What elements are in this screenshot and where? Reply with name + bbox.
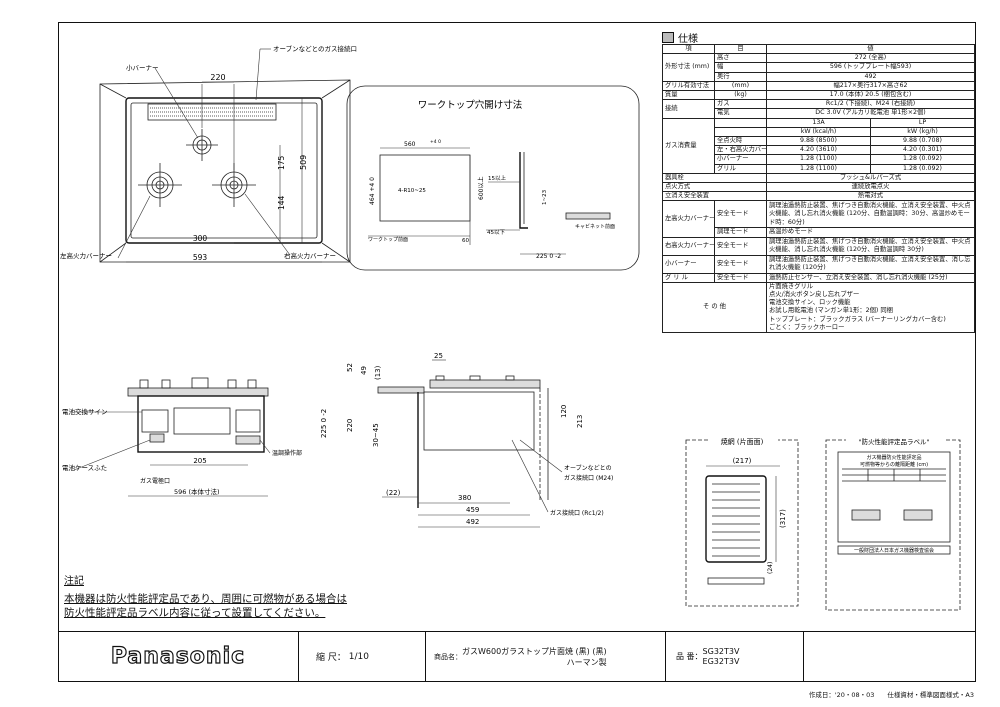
dim-175: 175 xyxy=(277,155,286,170)
cutout-title: ワークトップ穴開け寸法 xyxy=(418,99,523,111)
dim-459: 459 xyxy=(466,506,479,514)
maker: ハーマン製 xyxy=(566,657,607,667)
dim-596: 596 (本体寸法) xyxy=(174,487,220,496)
dim-380: 380 xyxy=(458,494,471,502)
grill-net-panel: 焼網 (片面面) (217) (317) (24) xyxy=(685,436,799,607)
right-burner-graphic xyxy=(212,163,256,207)
battery-sign-label: 電池交換サイン xyxy=(62,407,108,416)
logo-cell: Panasonic xyxy=(58,632,299,681)
top-view: 220 509 175 144 300 593 オーブンなどとのガス接続口 小バ… xyxy=(60,44,357,263)
fire-label-footer: 一般財団法人日本ガス機器検査協会 xyxy=(854,547,934,554)
dim-49: 49 xyxy=(360,366,368,375)
ops-label: 温調操作部 xyxy=(272,449,302,457)
side-view: 25 52 49 (13) 225 0 -2 220 30~45 120 213… xyxy=(320,352,613,528)
dim-52: 52 xyxy=(346,363,354,372)
dim-13: (13) xyxy=(374,365,382,380)
oven-inlet-label-1: オーブンなどとの xyxy=(564,464,612,472)
radius-label: 4-R10~25 xyxy=(398,188,426,194)
notes-line-1: 本機器は防火性能評定品であり、周囲に可燃物がある場合は xyxy=(64,593,347,605)
left-burner-label: 左高火力バーナー xyxy=(60,251,112,260)
right-burner-label: 右高火力バーナー xyxy=(284,251,336,260)
fire-label-panel: "防火性能評定品ラベル" ガス機器防火性能評定品 可燃物等からの離隔距離 (cm… xyxy=(825,436,961,611)
scale-value: 1/10 xyxy=(348,651,369,662)
dim-600: 600以上 xyxy=(477,177,485,200)
grill-outlet-label: ガス電極口 xyxy=(140,477,170,485)
title-block: Panasonic 縮 尺： 1/10 商品名： ガスW600ガラストップ片面焼… xyxy=(58,631,976,682)
other-features: 片面焼きグリル 点火/消火ボタン戻し忘れブザー 電池交換サイン、ロック機能 お試… xyxy=(765,281,976,334)
drawing-sheet xyxy=(58,22,976,682)
dim-30-45: 30~45 xyxy=(372,423,380,447)
dim-217: (217) xyxy=(733,457,752,465)
product-name-cell: 商品名： ガスW600ガラストップ片面焼 (黒) (黒) ハーマン製 xyxy=(426,632,666,681)
dim-317: (317) xyxy=(779,509,787,528)
spec-title: 仕様 xyxy=(678,33,698,45)
product-name: ガスW600ガラストップ片面焼 (黒) (黒) xyxy=(462,646,607,656)
fire-label-line2: 可燃物等からの離隔距離 (cm) xyxy=(860,461,928,468)
dim-22: (22) xyxy=(386,489,401,497)
front-view: 電池交換サイン 電池ケースふた 205 ガス電極口 596 (本体寸法) 温調操… xyxy=(62,377,302,497)
dim-60: 60 xyxy=(462,238,469,244)
left-burner-graphic xyxy=(138,163,182,207)
dim-225-cut: 225 0 -2 xyxy=(536,253,561,260)
dim-24: (24) xyxy=(767,562,774,574)
footer-meta: 作成日：'20・08・03 仕様資材・標準図面様式・A3 xyxy=(808,691,974,699)
dim-213: 213 xyxy=(576,415,584,428)
spec-marker-icon xyxy=(662,31,674,43)
notes-line-2: 防火性能評定品ラベル内容に従って設置してください。 xyxy=(64,607,326,619)
dim-220: 220 xyxy=(210,73,225,82)
notes-heading: 注記 xyxy=(64,576,84,587)
part-number-2: EG32T3V xyxy=(702,656,740,666)
dim-300: 300 xyxy=(193,234,208,243)
dim-144: 144 xyxy=(277,195,286,210)
cabinet-face-label: キャビネット前面 xyxy=(575,223,615,230)
dim-23: 1~23 xyxy=(542,189,548,205)
part-number-1: SG32T3V xyxy=(702,646,740,656)
dim-120: 120 xyxy=(560,405,568,418)
dim-220-side: 220 xyxy=(346,419,354,432)
oven-gas-inlet-label: オーブンなどとのガス接続口 xyxy=(273,44,357,53)
dim-464: 464 +4 0 xyxy=(369,177,376,205)
cutout-panel: ワークトップ穴開け寸法 560 +4 0 464 +4 0 4-R10~25 ワ… xyxy=(346,85,640,271)
gas-inlet-label: ガス接続口 (Rc1/2) xyxy=(550,509,604,517)
small-burner-graphic xyxy=(186,129,218,161)
worktop-face-label: ワークトップ前面 xyxy=(368,236,408,243)
dim-593: 593 xyxy=(193,253,208,262)
notes: 注記 本機器は防火性能評定品であり、周囲に可燃物がある場合は 防火性能評定品ラベ… xyxy=(64,572,347,619)
panasonic-logo: Panasonic xyxy=(110,643,246,669)
dim-15: 15以上 xyxy=(488,174,506,182)
grill-net-title: 焼網 (片面面) xyxy=(721,437,764,446)
dim-25: 25 xyxy=(434,352,443,360)
dim-509: 509 xyxy=(299,155,308,170)
battery-case-label: 電池ケースふた xyxy=(62,463,107,472)
oven-inlet-label-2: ガス接続口 (M24) xyxy=(564,474,613,482)
dim-492: 492 xyxy=(466,518,479,526)
fire-label-line1: ガス機器防火性能評定品 xyxy=(866,454,921,461)
part-number-cell: 品 番： SG32T3V EG32T3V xyxy=(666,632,804,681)
spec-heading: 仕様 xyxy=(662,30,974,45)
dim-560-tol: +4 0 xyxy=(430,139,441,145)
dim-45: 45以下 xyxy=(487,229,505,236)
dim-225-side: 225 0 -2 xyxy=(320,409,328,438)
fire-label-title: "防火性能評定品ラベル" xyxy=(859,437,930,446)
dim-560: 560 xyxy=(404,141,416,148)
dim-205: 205 xyxy=(193,457,206,465)
small-burner-label: 小バーナー xyxy=(126,63,159,72)
scale-cell: 縮 尺： 1/10 xyxy=(298,632,426,681)
